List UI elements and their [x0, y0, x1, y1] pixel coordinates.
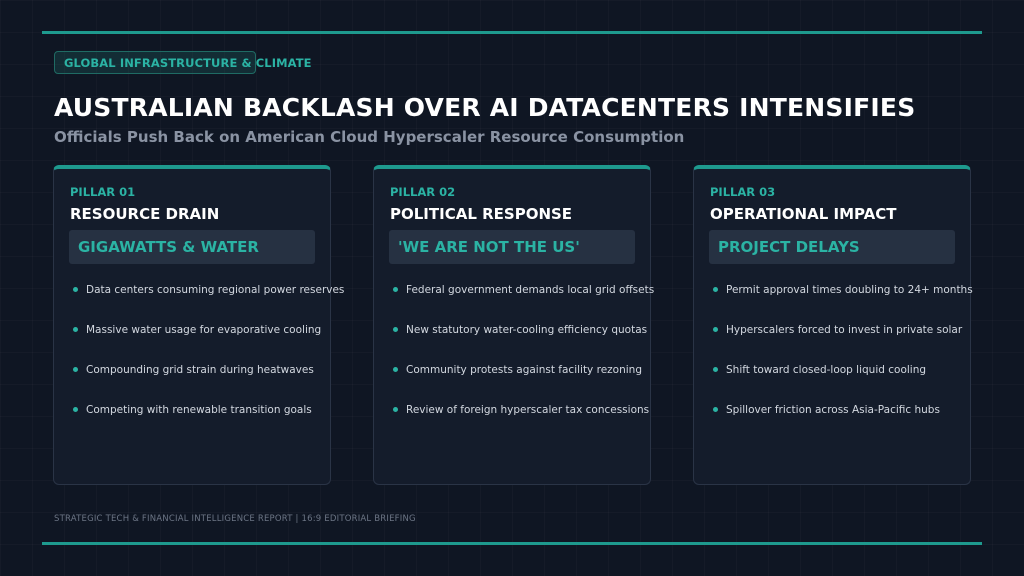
pillar-bullet-list: Permit approval times doubling to 24+ mo…	[710, 283, 973, 443]
bullet-dot-icon	[393, 327, 398, 332]
bullet-text: Federal government demands local grid of…	[406, 284, 655, 296]
pillar-number: PILLAR 01	[70, 185, 136, 199]
list-item: Compounding grid strain during heatwaves	[70, 363, 344, 403]
bullet-dot-icon	[713, 407, 718, 412]
list-item: Data centers consuming regional power re…	[70, 283, 344, 323]
list-item: Review of foreign hyperscaler tax conces…	[390, 403, 654, 443]
list-item: Competing with renewable transition goal…	[70, 403, 344, 443]
pillar-number: PILLAR 02	[390, 185, 456, 199]
top-accent-rule	[42, 31, 982, 34]
bullet-text: Permit approval times doubling to 24+ mo…	[726, 284, 973, 296]
footer-caption: STRATEGIC TECH & FINANCIAL INTELLIGENCE …	[54, 514, 416, 524]
page-subtitle: Officials Push Back on American Cloud Hy…	[54, 128, 685, 146]
bullet-text: Data centers consuming regional power re…	[86, 284, 345, 296]
bullet-text: Competing with renewable transition goal…	[86, 404, 312, 416]
pillar-highlight: PROJECT DELAYS	[709, 230, 955, 264]
pillar-title: RESOURCE DRAIN	[70, 205, 220, 223]
list-item: Community protests against facility rezo…	[390, 363, 654, 403]
bullet-text: Shift toward closed-loop liquid cooling	[726, 364, 927, 376]
list-item: Spillover friction across Asia-Pacific h…	[710, 403, 973, 443]
list-item: New statutory water-cooling efficiency q…	[390, 323, 654, 363]
bullet-text: New statutory water-cooling efficiency q…	[406, 324, 648, 336]
pillar-card-1: PILLAR 01 RESOURCE DRAIN GIGAWATTS & WAT…	[53, 165, 344, 485]
page-title: AUSTRALIAN BACKLASH OVER AI DATACENTERS …	[54, 93, 916, 122]
pillar-title: OPERATIONAL IMPACT	[710, 205, 897, 223]
list-item: Massive water usage for evaporative cool…	[70, 323, 344, 363]
pillar-number: PILLAR 03	[710, 185, 776, 199]
pillar-highlight: 'WE ARE NOT THE US'	[389, 230, 635, 264]
list-item: Permit approval times doubling to 24+ mo…	[710, 283, 973, 323]
pillar-card-3: PILLAR 03 OPERATIONAL IMPACT PROJECT DEL…	[693, 165, 973, 485]
bullet-dot-icon	[73, 367, 78, 372]
pillar-title: POLITICAL RESPONSE	[390, 205, 573, 223]
category-tag: GLOBAL INFRASTRUCTURE & CLIMATE	[54, 51, 312, 74]
pillar-bullet-list: Federal government demands local grid of…	[390, 283, 654, 443]
bullet-dot-icon	[73, 327, 78, 332]
bullet-text: Massive water usage for evaporative cool…	[86, 324, 322, 336]
bullet-dot-icon	[713, 327, 718, 332]
pillar-card-2: PILLAR 02 POLITICAL RESPONSE 'WE ARE NOT…	[373, 165, 654, 485]
bullet-dot-icon	[393, 287, 398, 292]
bullet-dot-icon	[73, 287, 78, 292]
bullet-text: Community protests against facility rezo…	[406, 364, 642, 376]
list-item: Hyperscalers forced to invest in private…	[710, 323, 973, 363]
bullet-text: Review of foreign hyperscaler tax conces…	[406, 404, 650, 416]
bullet-text: Hyperscalers forced to invest in private…	[726, 324, 963, 336]
bullet-text: Compounding grid strain during heatwaves	[86, 364, 314, 376]
pillar-bullet-list: Data centers consuming regional power re…	[70, 283, 344, 443]
bullet-dot-icon	[393, 367, 398, 372]
bullet-dot-icon	[713, 367, 718, 372]
pillar-highlight: GIGAWATTS & WATER	[69, 230, 315, 264]
list-item: Shift toward closed-loop liquid cooling	[710, 363, 973, 403]
list-item: Federal government demands local grid of…	[390, 283, 654, 323]
bullet-dot-icon	[393, 407, 398, 412]
bullet-dot-icon	[713, 287, 718, 292]
bullet-text: Spillover friction across Asia-Pacific h…	[726, 404, 940, 416]
bottom-accent-rule	[42, 542, 982, 545]
bullet-dot-icon	[73, 407, 78, 412]
